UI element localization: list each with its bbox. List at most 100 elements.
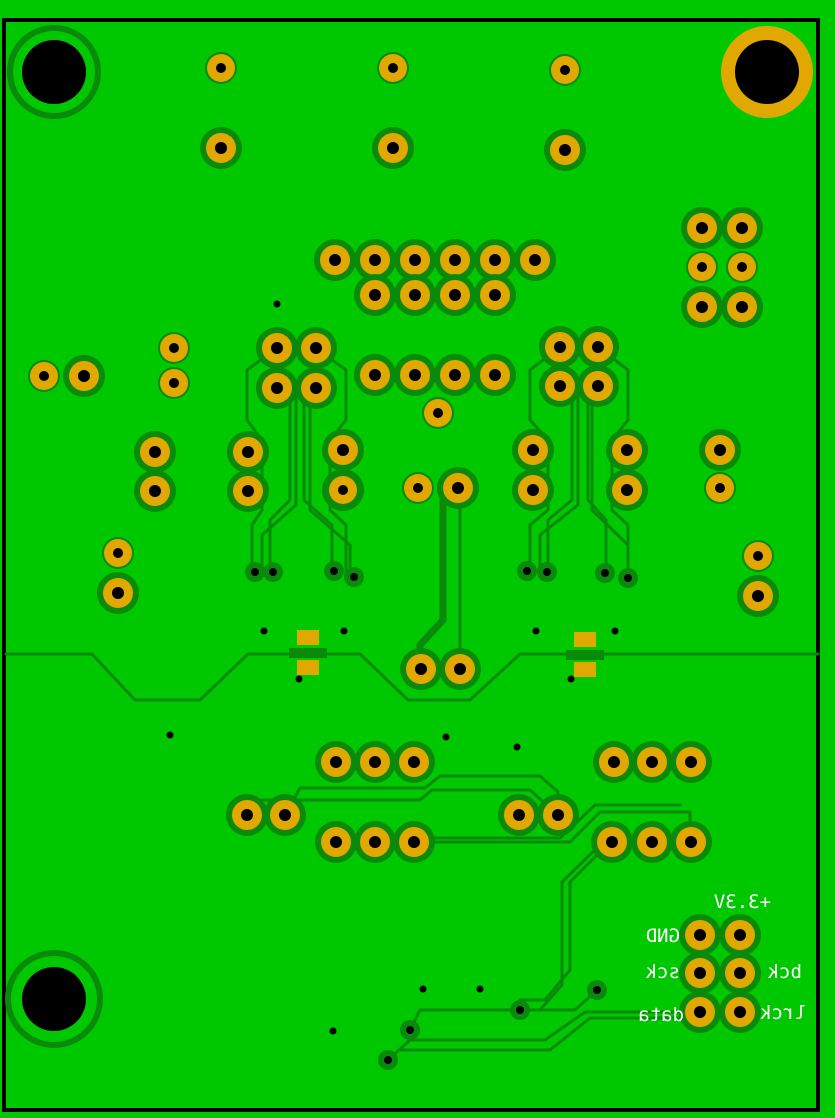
label-bck: bck: [767, 961, 802, 983]
mounting-hole-bottom-left-drill: [22, 967, 86, 1031]
through-hole-pad: [679, 991, 721, 1033]
via: [537, 562, 557, 582]
through-hole-pad: [256, 327, 298, 369]
through-hole-pad: [681, 207, 723, 249]
through-hole-pad: [134, 470, 176, 512]
through-hole-pad: [681, 286, 723, 328]
through-hole-pad: [394, 239, 436, 281]
through-hole-pad: [512, 429, 554, 471]
through-hole-pad-small: [402, 472, 434, 504]
through-hole-pad: [591, 821, 633, 863]
through-hole-pad-small: [158, 332, 190, 364]
drill-dot: [567, 675, 575, 683]
through-hole-pad: [322, 429, 364, 471]
through-hole-pad: [394, 274, 436, 316]
through-hole-pad: [227, 470, 269, 512]
through-hole-pad: [537, 794, 579, 836]
via: [618, 568, 638, 588]
drill-dot: [532, 627, 540, 635]
smd-pad: [574, 632, 596, 647]
silkscreen-labels: +3.3V GND bck sck lrck data: [638, 891, 806, 1026]
through-hole-pad: [434, 239, 476, 281]
via: [344, 567, 364, 587]
via: [510, 1000, 530, 1020]
label-lrck: lrck: [760, 1002, 806, 1024]
through-hole-pad: [354, 821, 396, 863]
through-hole-pad: [354, 274, 396, 316]
through-hole-pad-small: [327, 474, 359, 506]
mounting-hole-top-left-drill: [22, 40, 86, 104]
board-outline: [2, 18, 820, 1112]
through-hole-pad: [577, 365, 619, 407]
via: [378, 1050, 398, 1070]
through-hole-pad: [295, 367, 337, 409]
through-hole-pad: [737, 575, 779, 617]
through-hole-pad-small: [205, 52, 237, 84]
through-hole-pad: [200, 127, 242, 169]
through-hole-pad: [97, 572, 139, 614]
through-hole-pad: [699, 429, 741, 471]
through-hole-pad: [434, 274, 476, 316]
through-hole-pad: [63, 355, 105, 397]
drill-dot: [513, 743, 521, 751]
through-hole-pad: [498, 794, 540, 836]
through-hole-pad-small: [686, 251, 718, 283]
drill-dot: [273, 300, 281, 308]
drill-dot: [329, 1027, 337, 1035]
through-hole-pad: [577, 326, 619, 368]
through-hole-pad: [354, 741, 396, 783]
through-hole-pad-small: [742, 540, 774, 572]
through-hole-pad: [670, 821, 712, 863]
through-hole-pad: [393, 741, 435, 783]
smd-pad: [297, 660, 319, 675]
through-hole-pad-small: [377, 52, 409, 84]
via: [595, 563, 615, 583]
drill-dot: [166, 731, 174, 739]
via: [400, 1020, 420, 1040]
through-hole-pad: [539, 326, 581, 368]
through-hole-pad: [354, 239, 396, 281]
through-hole-pad: [226, 794, 268, 836]
through-hole-pad: [474, 239, 516, 281]
through-hole-pad: [134, 431, 176, 473]
label-gnd: GND: [646, 925, 680, 947]
through-hole-pad: [264, 794, 306, 836]
through-hole-pad: [721, 286, 763, 328]
through-hole-pad: [631, 741, 673, 783]
smd-bridge: [566, 650, 604, 660]
through-hole-pad: [606, 469, 648, 511]
mounting-hole-bottom-left: [5, 950, 103, 1048]
through-hole-pads: [28, 52, 779, 1033]
via: [245, 562, 265, 582]
through-hole-pad: [593, 741, 635, 783]
smd-pad: [297, 630, 319, 645]
through-hole-pad: [719, 914, 761, 956]
through-hole-pad: [719, 952, 761, 994]
through-hole-pad-small: [158, 367, 190, 399]
through-hole-pad-small: [28, 360, 60, 392]
through-hole-pad-small: [422, 397, 454, 429]
through-hole-pad: [227, 431, 269, 473]
through-hole-pad: [679, 952, 721, 994]
through-hole-pad: [474, 354, 516, 396]
mounting-holes: [5, 25, 813, 1048]
drill-dot: [476, 985, 484, 993]
through-hole-pad: [354, 354, 396, 396]
through-hole-pad: [719, 991, 761, 1033]
through-hole-pad: [606, 429, 648, 471]
drill-dot: [419, 985, 427, 993]
drill-dot: [340, 627, 348, 635]
mounting-hole-top-left: [7, 25, 101, 119]
through-hole-pad: [393, 821, 435, 863]
label-3v3: +3.3V: [714, 891, 771, 913]
through-hole-pad: [514, 239, 556, 281]
through-hole-pad: [437, 467, 479, 509]
through-hole-pad: [400, 648, 442, 690]
through-hole-pad: [544, 129, 586, 171]
through-hole-pad: [394, 354, 436, 396]
through-hole-pad: [256, 367, 298, 409]
via: [263, 562, 283, 582]
through-hole-pad-small: [704, 472, 736, 504]
vias: [166, 300, 638, 1070]
